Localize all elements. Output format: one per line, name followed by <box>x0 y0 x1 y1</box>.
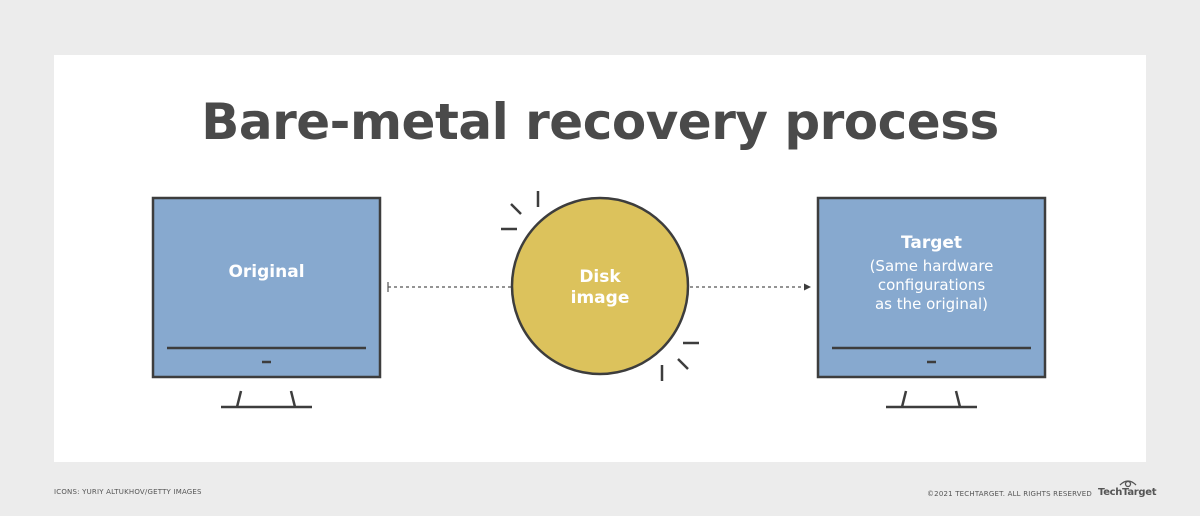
logo-wordmark: TechTarget <box>1098 487 1157 498</box>
techtarget-logo-icon: TechTarget <box>1098 476 1157 502</box>
connector-original-to-disk <box>387 282 511 292</box>
target-note-line3: as the original) <box>874 295 989 313</box>
image-credit: ICONS: YURIY ALTUKHOV/GETTY IMAGES <box>54 488 202 496</box>
disk-icon <box>501 191 699 381</box>
target-note-line2: configurations <box>877 276 986 294</box>
page-title: Bare-metal recovery process <box>201 93 999 151</box>
original-label: Original <box>228 262 305 282</box>
original-monitor-icon <box>151 196 382 409</box>
target-note-line1: (Same hardware <box>869 257 994 275</box>
disk-image-label-line2: image <box>570 288 630 308</box>
disk-image-label-line1: Disk <box>579 267 621 287</box>
copyright-notice: ©2021 TECHTARGET. ALL RIGHTS RESERVED <box>926 490 1092 498</box>
arrow-icon <box>690 283 811 291</box>
target-monitor-icon <box>816 196 1047 409</box>
target-label: Target <box>900 233 963 253</box>
